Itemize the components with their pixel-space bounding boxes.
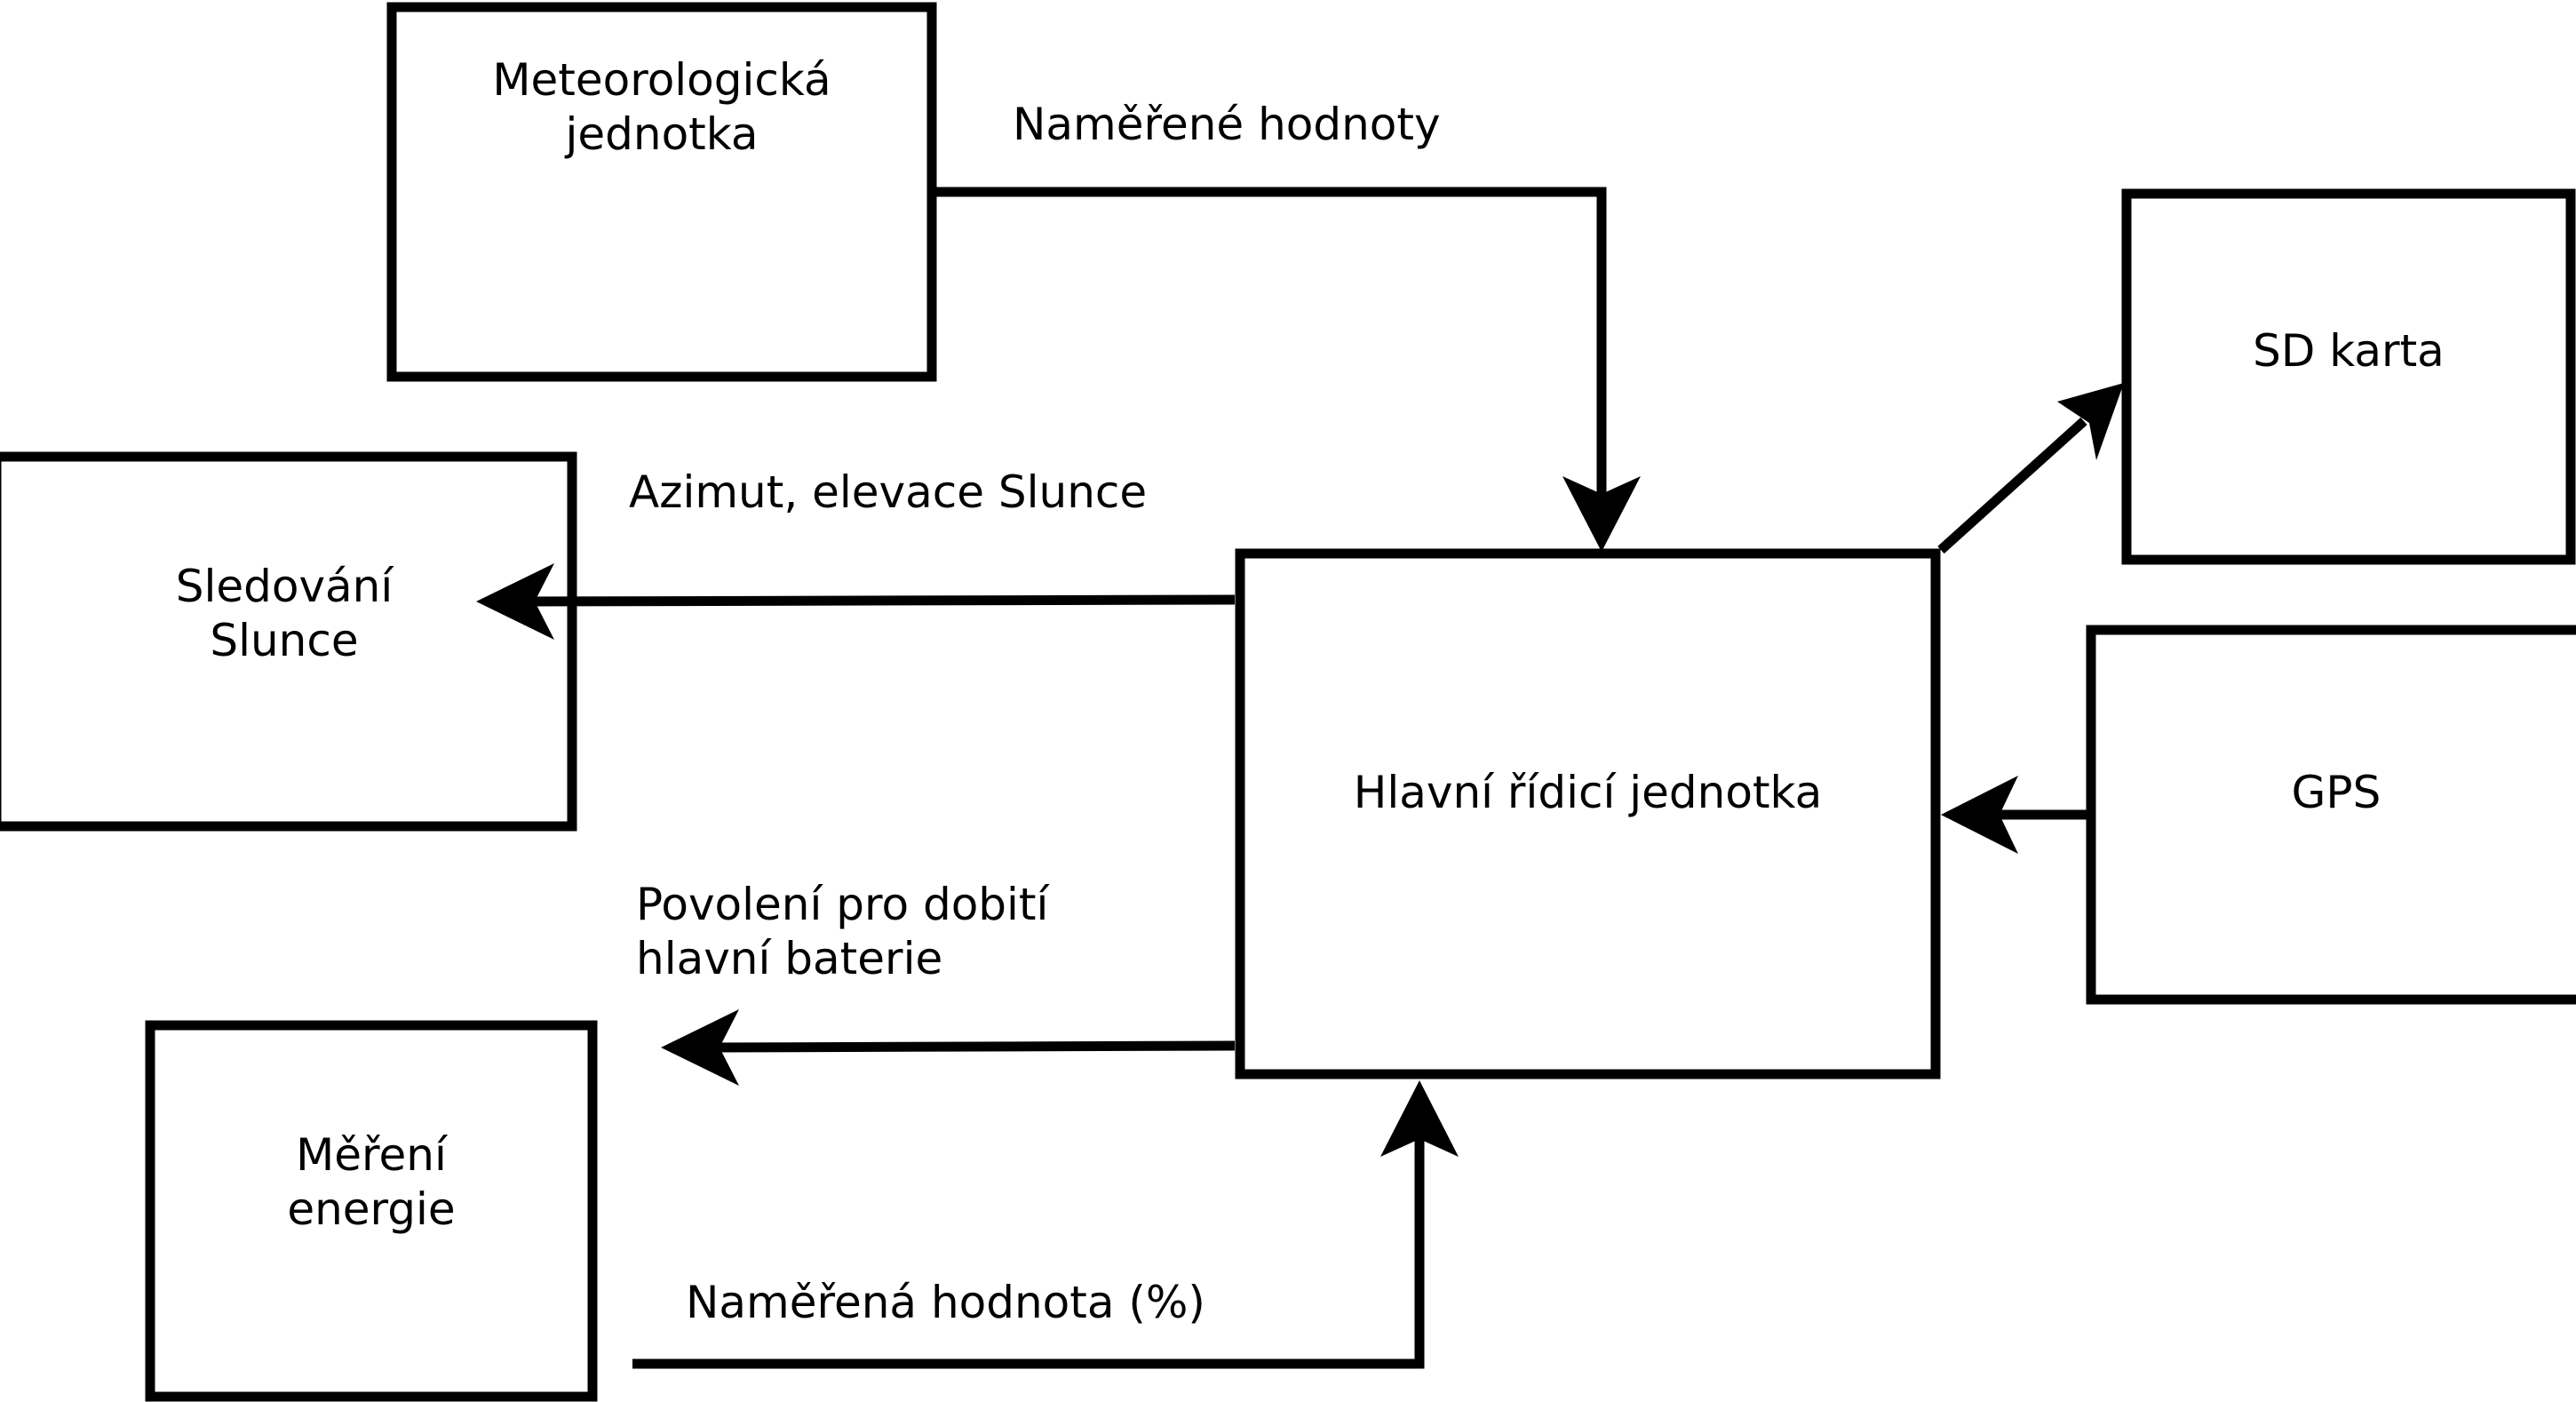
arrow-head-left-hlavni [1941, 776, 2018, 854]
arrow-head-down-meteo [1562, 476, 1641, 552]
node-box-mereni-energie[interactable] [145, 1020, 598, 1402]
edge-line-mereni-to-hlavni [632, 1130, 1425, 1369]
arrow-head-left-sledovani [476, 563, 554, 640]
node-box-sledovani-slunce[interactable] [0, 451, 577, 832]
edge-mereni-to-hlavni [632, 1080, 1459, 1369]
edge-meteo-to-hlavni [932, 187, 1641, 552]
edge-hlavni-to-sledovani [476, 563, 1236, 640]
edge-line-meteo-to-hlavni [932, 187, 1607, 508]
edge-line-hlavni-to-sledovani [525, 594, 1236, 607]
edge-hlavni-to-mereni [661, 1009, 1236, 1086]
arrow-head-up-hlavni [1380, 1080, 1459, 1157]
edge-hlavni-to-sd-karta [1937, 383, 2124, 554]
node-box-sd-karta[interactable] [2121, 188, 2576, 565]
edge-line-hlavni-to-mereni [710, 1040, 1236, 1053]
arrow-head-left-mereni [661, 1009, 739, 1086]
edge-line-hlavni-to-sd [1937, 417, 2087, 554]
arrow-head-diagonal-sd [2057, 383, 2124, 460]
edge-gps-to-hlavni [1941, 776, 2089, 854]
node-box-gps[interactable] [2086, 625, 2576, 1005]
node-box-meteorologicka-jednotka[interactable] [386, 2, 937, 382]
node-box-hlavni-ridici-jednotka[interactable] [1235, 548, 1941, 1079]
